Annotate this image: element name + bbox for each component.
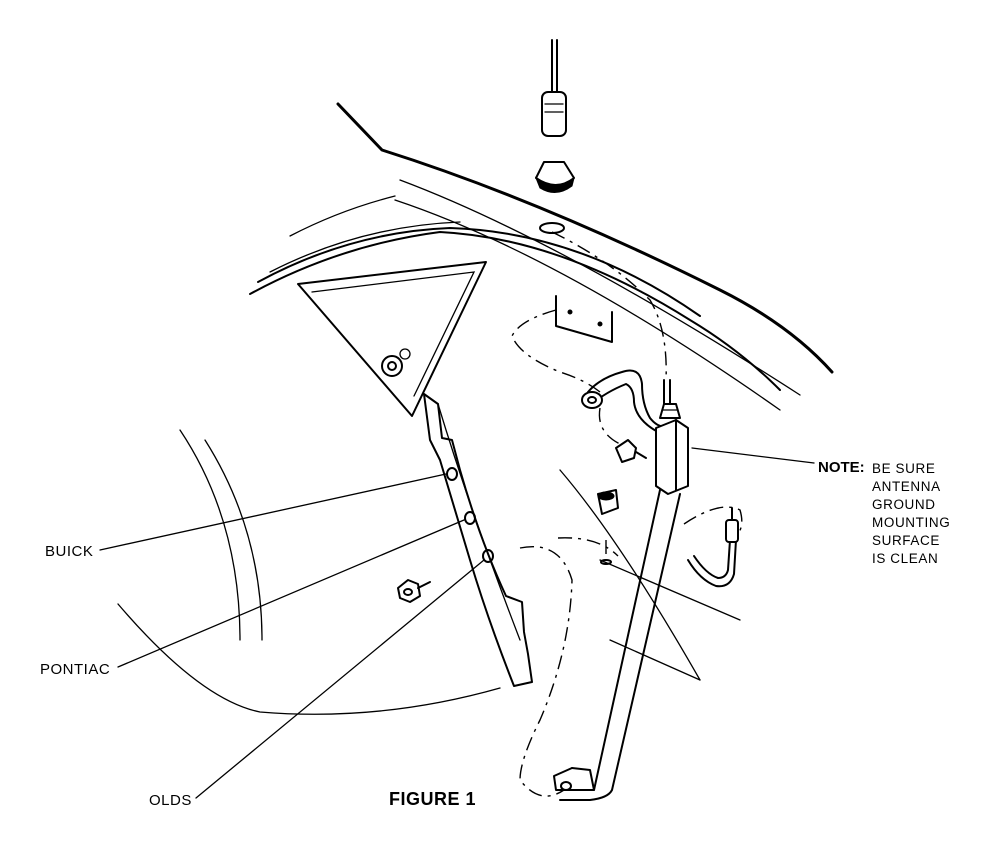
mounting-plate xyxy=(555,295,613,343)
fender-antenna-hole xyxy=(539,222,565,234)
olds-label: OLDS xyxy=(149,792,192,809)
note-text: BE SURE ANTENNA GROUND MOUNTING SURFACE … xyxy=(872,460,950,568)
note-line: MOUNTING xyxy=(872,515,951,530)
note-line: GROUND xyxy=(872,497,936,512)
leader-lines xyxy=(99,447,815,799)
splash-shield-strip xyxy=(423,393,533,687)
pontiac-label: PONTIAC xyxy=(40,661,111,678)
antenna-support-rod xyxy=(553,489,681,801)
antenna-base xyxy=(655,379,689,495)
note-line: ANTENNA xyxy=(872,479,941,494)
ground-screw xyxy=(615,439,647,463)
olds-leader-line xyxy=(195,559,485,799)
olds-mounting-hole xyxy=(482,549,494,563)
buick-leader-line xyxy=(99,473,447,551)
coax-lead xyxy=(687,507,739,588)
fender-outline xyxy=(249,102,834,681)
note-line: BE SURE xyxy=(872,461,936,476)
cable-routing xyxy=(511,231,743,797)
bushing-grommet xyxy=(597,489,619,565)
buick-mounting-hole xyxy=(446,467,458,481)
antenna-cap-nut xyxy=(534,161,575,193)
note-leader-line xyxy=(691,447,815,464)
antenna-mast xyxy=(541,39,567,137)
pontiac-leader-line xyxy=(117,519,465,668)
note-line: SURFACE xyxy=(872,533,940,548)
figure-caption: FIGURE 1 xyxy=(389,789,477,809)
tire-outline xyxy=(117,429,501,715)
pontiac-mounting-hole xyxy=(464,511,476,525)
buick-label: BUICK xyxy=(45,543,94,560)
wheelwell-bracket xyxy=(297,261,487,417)
note-line: IS CLEAN xyxy=(872,551,939,566)
note-heading: NOTE: xyxy=(818,459,865,476)
ground-strap xyxy=(581,369,667,433)
splash-shield-bolt xyxy=(397,579,431,603)
